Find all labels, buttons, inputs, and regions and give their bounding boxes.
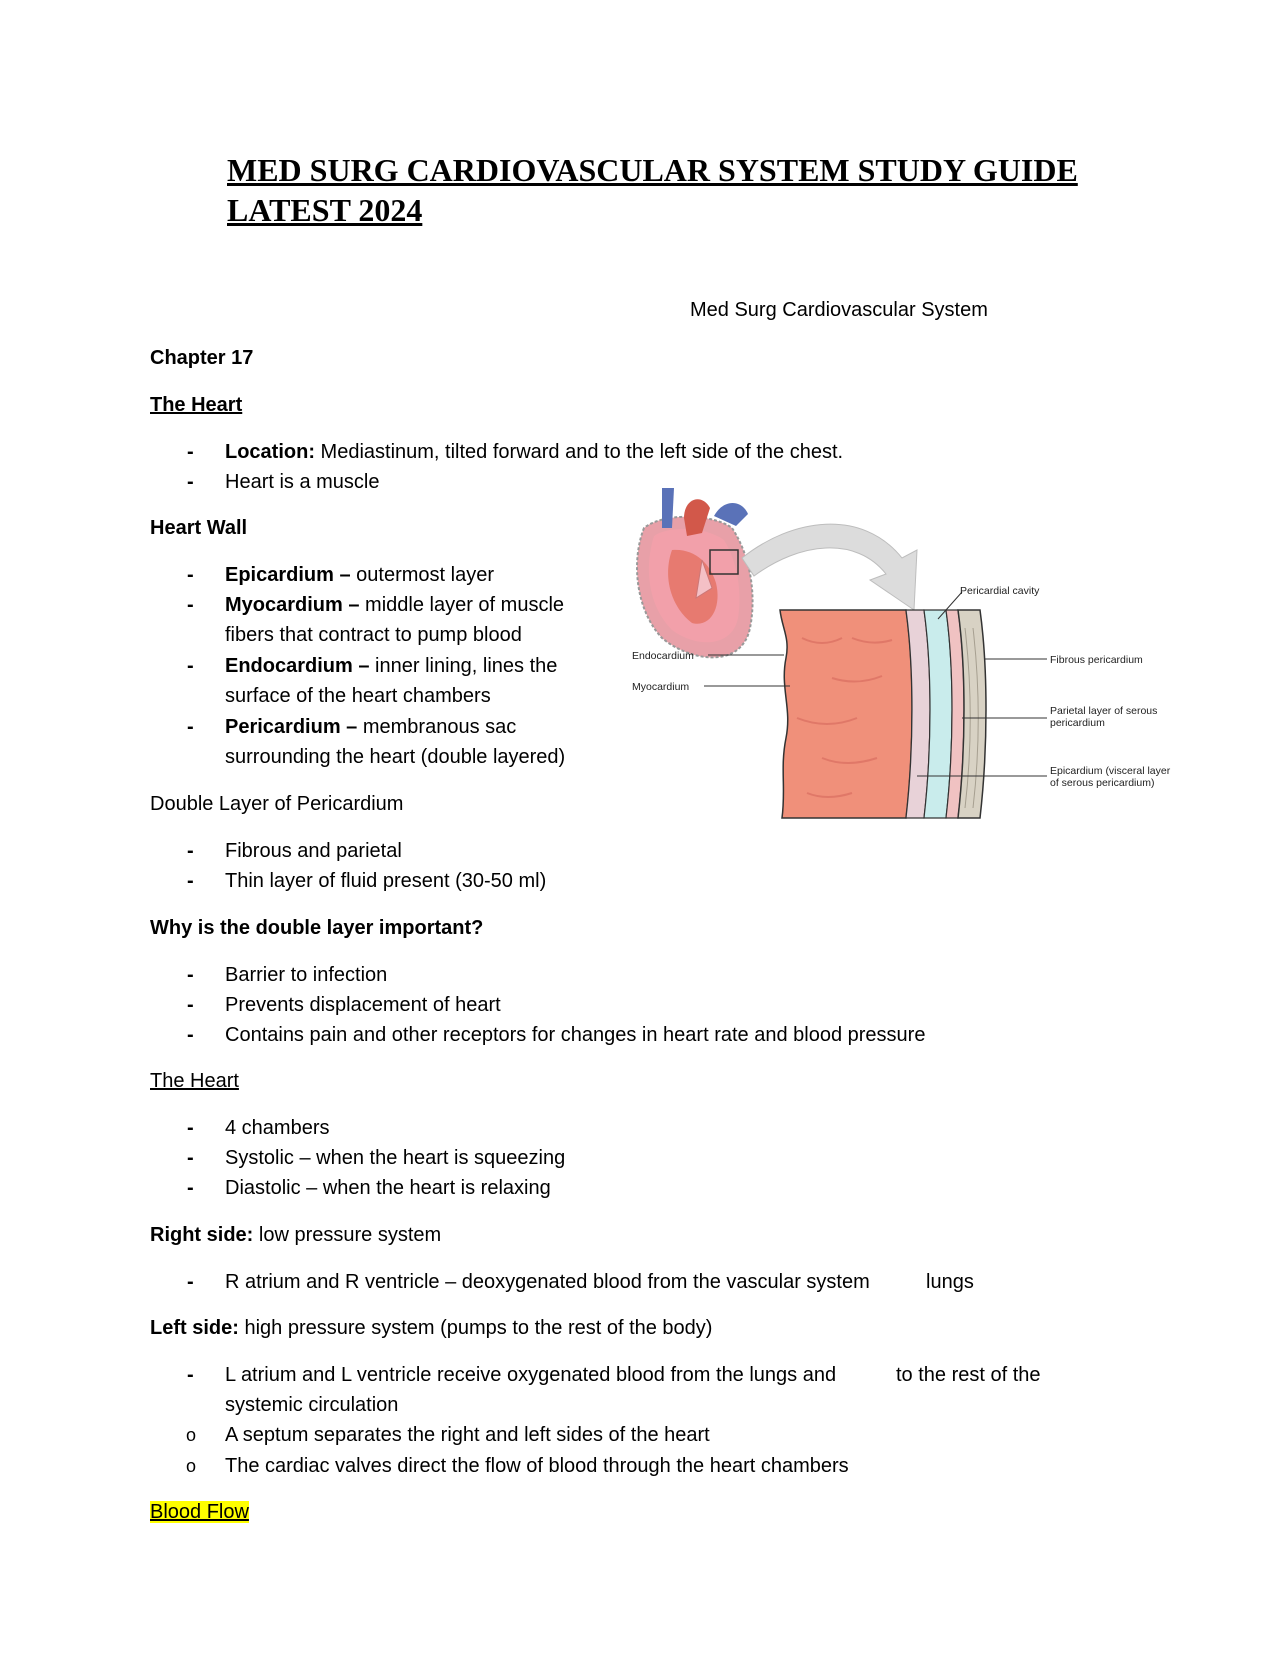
heart2-item: Systolic – when the heart is squeezing bbox=[225, 1147, 566, 1169]
label-leaders bbox=[704, 591, 1047, 777]
wall-item-epicardium: Epicardium – outermost layer bbox=[225, 563, 494, 587]
label-epicardium-2: of serous pericardium) bbox=[1050, 777, 1154, 789]
bullet-dash: - bbox=[187, 1147, 194, 1169]
bullet-dash: - bbox=[187, 840, 194, 862]
item-text: outermost layer bbox=[350, 564, 494, 586]
item-text: inner lining, lines the bbox=[369, 655, 558, 677]
heart-heading-2: The Heart bbox=[150, 1070, 239, 1092]
bullet-circle: o bbox=[186, 1456, 197, 1476]
heart2-item: Diastolic – when the heart is relaxing bbox=[225, 1177, 551, 1199]
sub-item: A septum separates the right and left si… bbox=[225, 1424, 710, 1446]
left-side-item-end: to the rest of the bbox=[896, 1364, 1041, 1386]
left-side-text: high pressure system (pumps to the rest … bbox=[238, 1317, 713, 1339]
double-item: Thin layer of fluid present (30-50 ml) bbox=[225, 870, 547, 892]
bullet-dash: - bbox=[187, 564, 194, 586]
blood-flow-heading: Blood Flow bbox=[150, 1500, 249, 1524]
item-text: Mediastinum, tilted forward and to the l… bbox=[315, 441, 844, 463]
title-line-1: MED SURG CARDIOVASCULAR SYSTEM STUDY GUI… bbox=[227, 152, 1078, 188]
label-parietal-1: Parietal layer of serous bbox=[1050, 705, 1157, 717]
bullet-dash: - bbox=[187, 964, 194, 986]
wall-item-pericardium: Pericardium – membranous sac bbox=[225, 715, 516, 739]
heart-wall-figure: Endocardium Myocardium Pericardial cavit… bbox=[632, 488, 1171, 819]
label-pericardial-cavity: Pericardial cavity bbox=[960, 585, 1040, 597]
item-bold: Epicardium – bbox=[225, 564, 351, 586]
heart-item-location: Location: Mediastinum, tilted forward an… bbox=[225, 440, 843, 464]
item-bold: Location: bbox=[225, 441, 315, 463]
bullet-dash: - bbox=[187, 1024, 194, 1046]
zoom-arrow bbox=[741, 523, 918, 611]
title-line-2: LATEST 2024 bbox=[227, 192, 423, 228]
wall-item-myocardium: Myocardium – middle layer of muscle bbox=[225, 593, 564, 617]
heart2-item: 4 chambers bbox=[225, 1117, 330, 1139]
bullet-dash: - bbox=[187, 1364, 194, 1386]
right-side-label: Right side: bbox=[150, 1224, 254, 1246]
heart-wall-heading: Heart Wall bbox=[150, 517, 248, 539]
wall-cross-section bbox=[779, 609, 987, 819]
bullet-dash: - bbox=[187, 594, 194, 616]
bullet-circle: o bbox=[186, 1425, 197, 1445]
right-side-text: low pressure system bbox=[253, 1224, 442, 1246]
right-side-line: Right side: low pressure system bbox=[150, 1223, 441, 1247]
item-bold: Pericardium – bbox=[225, 716, 358, 738]
heart-heading: The Heart bbox=[150, 394, 243, 416]
label-myocardium: Myocardium bbox=[632, 681, 689, 693]
item-text: middle layer of muscle bbox=[359, 594, 565, 616]
wall-item-myocardium-cont: fibers that contract to pump blood bbox=[225, 624, 522, 646]
why-item: Contains pain and other receptors for ch… bbox=[225, 1024, 926, 1046]
wall-item-pericardium-cont: surrounding the heart (double layered) bbox=[225, 746, 566, 768]
right-side-item-end: lungs bbox=[926, 1271, 974, 1293]
left-side-item: L atrium and L ventricle receive oxygena… bbox=[225, 1364, 837, 1386]
bullet-dash: - bbox=[187, 1177, 194, 1199]
item-bold: Myocardium – bbox=[225, 594, 360, 616]
heart-illustration bbox=[636, 488, 754, 659]
subtitle: Med Surg Cardiovascular System bbox=[690, 299, 988, 321]
right-side-item: R atrium and R ventricle – deoxygenated … bbox=[225, 1271, 870, 1293]
left-side-line: Left side: high pressure system (pumps t… bbox=[150, 1316, 712, 1340]
sub-item: The cardiac valves direct the flow of bl… bbox=[225, 1455, 849, 1477]
bullet-dash: - bbox=[187, 471, 194, 493]
bullet-dash: - bbox=[187, 716, 194, 738]
why-heading: Why is the double layer important? bbox=[150, 917, 484, 939]
wall-item-endocardium-cont: surface of the heart chambers bbox=[225, 685, 491, 707]
bullet-dash: - bbox=[187, 870, 194, 892]
why-item: Prevents displacement of heart bbox=[225, 994, 501, 1016]
label-fibrous-pericardium: Fibrous pericardium bbox=[1050, 654, 1143, 666]
double-layer-heading: Double Layer of Pericardium bbox=[150, 793, 404, 815]
label-endocardium: Endocardium bbox=[632, 650, 694, 662]
bullet-dash: - bbox=[187, 655, 194, 677]
heart-item-muscle: Heart is a muscle bbox=[225, 471, 380, 493]
blood-flow-highlight: Blood Flow bbox=[150, 1501, 249, 1523]
wall-item-endocardium: Endocardium – inner lining, lines the bbox=[225, 654, 557, 678]
bullet-dash: - bbox=[187, 1271, 194, 1293]
bullet-dash: - bbox=[187, 1117, 194, 1139]
document-title: MED SURG CARDIOVASCULAR SYSTEM STUDY GUI… bbox=[227, 150, 1207, 230]
why-item: Barrier to infection bbox=[225, 964, 388, 986]
zoom-box bbox=[709, 549, 739, 575]
left-side-item-cont: systemic circulation bbox=[225, 1394, 399, 1416]
item-text: membranous sac bbox=[357, 716, 517, 738]
chapter-heading: Chapter 17 bbox=[150, 347, 254, 369]
item-bold: Endocardium – bbox=[225, 655, 370, 677]
label-parietal-2: pericardium bbox=[1050, 717, 1105, 729]
label-epicardium-1: Epicardium (visceral layer bbox=[1050, 765, 1171, 777]
bullet-dash: - bbox=[187, 441, 194, 463]
bullet-dash: - bbox=[187, 994, 194, 1016]
double-item: Fibrous and parietal bbox=[225, 840, 402, 862]
left-side-label: Left side: bbox=[150, 1317, 239, 1339]
